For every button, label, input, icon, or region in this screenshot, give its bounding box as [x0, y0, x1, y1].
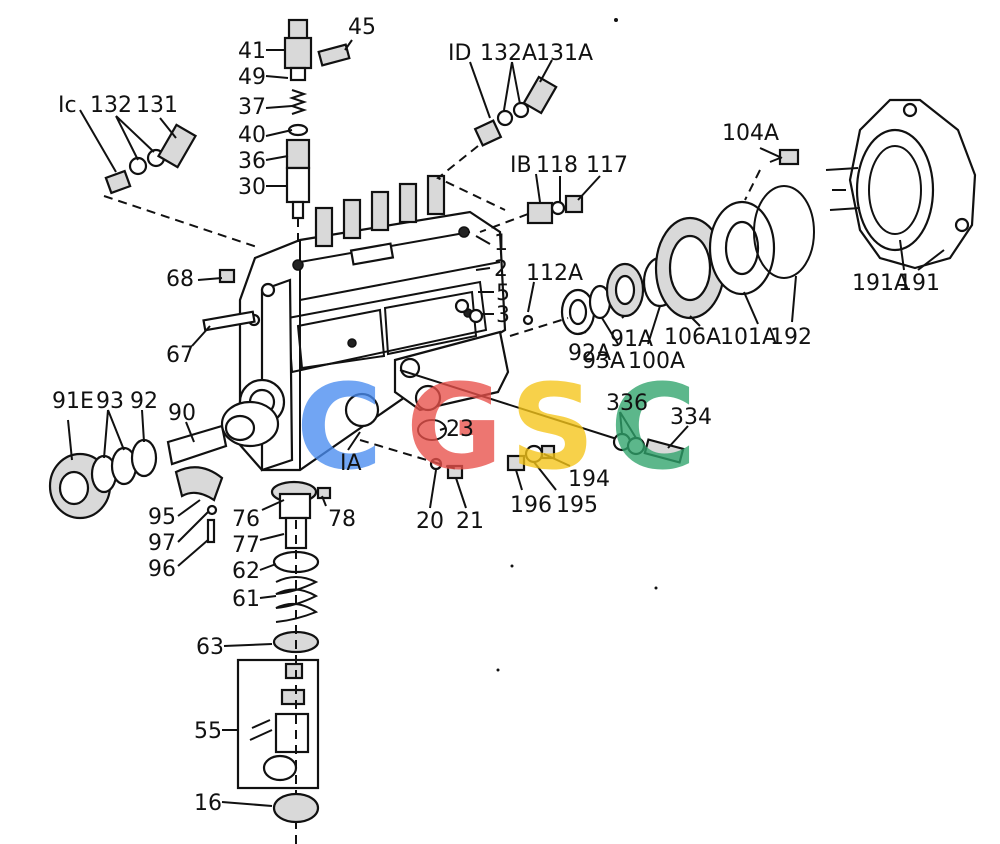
label-132a: 132A	[480, 41, 537, 66]
label-62: 62	[232, 559, 260, 584]
drive-end-assembly	[509, 98, 977, 337]
label-92a: 92A	[568, 341, 611, 366]
label-55: 55	[194, 719, 222, 744]
label-78: 78	[328, 507, 356, 532]
label-336: 336	[606, 391, 648, 416]
tappet-stack	[236, 480, 332, 844]
label-63: 63	[196, 635, 224, 660]
label-196: 196	[510, 493, 552, 518]
label-192: 192	[770, 325, 812, 350]
watermark: C G S C	[296, 358, 697, 496]
label-195: 195	[556, 493, 598, 518]
label-118: 118	[536, 153, 578, 178]
label-104a: 104A	[722, 121, 779, 146]
watermark-letter-3: S	[510, 358, 595, 496]
label-45: 45	[348, 15, 376, 40]
label-112a: 112A	[526, 261, 583, 286]
label-117: 117	[586, 153, 628, 178]
label-76: 76	[232, 507, 260, 532]
watermark-letter-1: C	[296, 358, 383, 496]
label-106a: 106A	[664, 325, 721, 350]
label-3: 3	[496, 303, 510, 328]
label-67: 67	[166, 343, 194, 368]
label-91e: 91E	[52, 389, 94, 414]
watermark-letter-4: C	[610, 358, 697, 496]
label-1a: IA	[340, 451, 362, 476]
label-2: 2	[494, 257, 508, 282]
label-194: 194	[568, 467, 610, 492]
label-95: 95	[148, 505, 176, 530]
label-49: 49	[238, 65, 266, 90]
small-fasteners	[202, 268, 534, 332]
label-100a: 100A	[628, 349, 685, 374]
label-132: 132	[90, 93, 132, 118]
label-21: 21	[456, 509, 484, 534]
label-40: 40	[238, 123, 266, 148]
label-1b: IB	[510, 153, 532, 178]
label-191: 191	[898, 271, 940, 296]
part-labels: 45 41 49 37 40 36 30 Ic 132 131 ID 132A …	[52, 15, 940, 816]
label-93: 93	[96, 389, 124, 414]
label-1d: ID	[448, 41, 471, 66]
watermark-letter-2: G	[406, 358, 503, 496]
label-68: 68	[166, 267, 194, 292]
label-1: 1	[494, 231, 508, 256]
label-92: 92	[130, 389, 158, 414]
label-90: 90	[168, 401, 196, 426]
label-334: 334	[670, 405, 712, 430]
label-36: 36	[238, 149, 266, 174]
pump-housing	[238, 174, 510, 472]
label-77: 77	[232, 533, 260, 558]
label-93a: 93A	[582, 349, 625, 374]
label-101a: 101A	[720, 325, 777, 350]
label-97: 97	[148, 531, 176, 556]
governor-linkage	[359, 369, 685, 480]
camshaft-assembly	[48, 400, 280, 544]
fitting-1d	[436, 75, 558, 211]
label-41: 41	[238, 39, 266, 64]
label-23: 23	[446, 417, 474, 442]
label-191a: 191A	[852, 271, 909, 296]
fitting-1c	[103, 123, 261, 249]
delivery-valve-holders	[292, 174, 470, 271]
label-96: 96	[148, 557, 176, 582]
label-91a: 91A	[610, 327, 653, 352]
label-30: 30	[238, 175, 266, 200]
label-20: 20	[416, 509, 444, 534]
label-1c: Ic	[58, 93, 77, 118]
label-131a: 131A	[536, 41, 593, 66]
leader-lines	[67, 49, 945, 807]
label-61: 61	[232, 587, 260, 612]
label-37: 37	[238, 95, 266, 120]
label-5: 5	[496, 281, 510, 306]
label-16: 16	[194, 791, 222, 816]
fitting-1b	[479, 194, 584, 233]
label-131: 131	[136, 93, 178, 118]
